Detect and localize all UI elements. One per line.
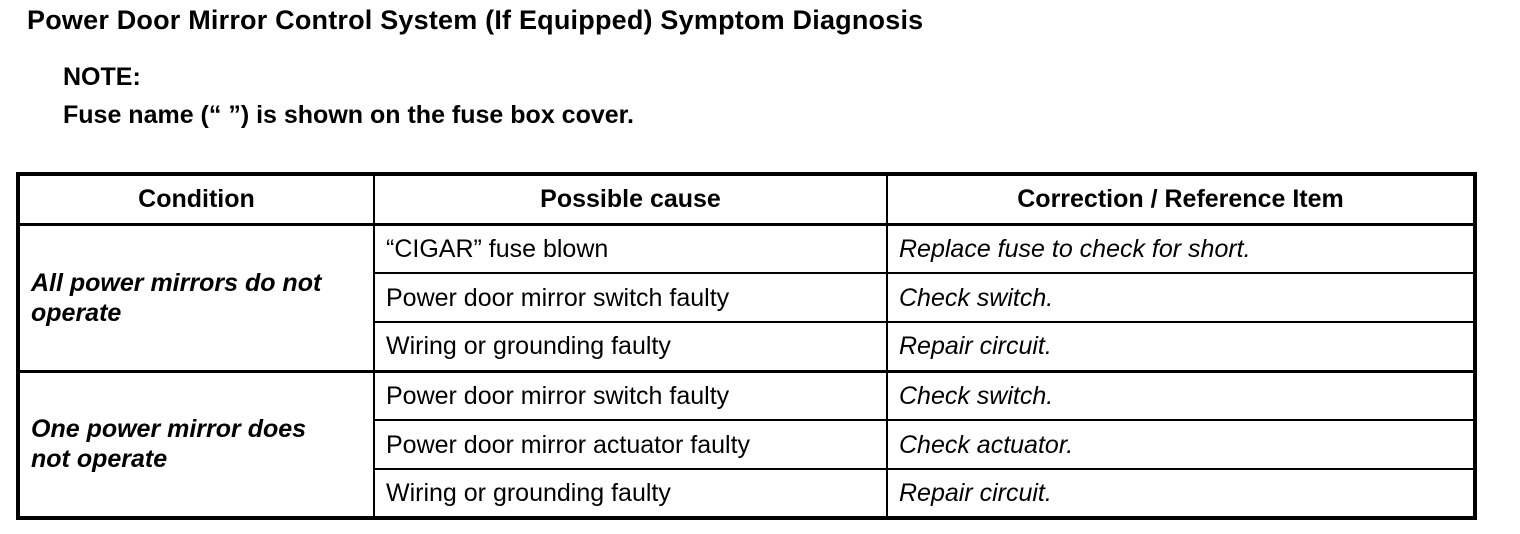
symptom-diagnosis-table: Condition Possible cause Correction / Re… — [16, 172, 1477, 520]
correction-cell: Check switch. — [886, 369, 1476, 421]
header-correction-reference-item: Correction / Reference Item — [886, 173, 1476, 226]
table-row: Power door mirror switch faulty Check sw… — [18, 272, 1476, 323]
note-label: NOTE: — [63, 63, 141, 91]
table-row: Wiring or grounding faulty Repair circui… — [18, 468, 1476, 519]
cause-cell: “CIGAR” fuse blown — [373, 222, 888, 274]
correction-cell: Repair circuit. — [886, 468, 1476, 519]
table-row: Power door mirror actuator faulty Check … — [18, 419, 1476, 470]
page-title: Power Door Mirror Control System (If Equ… — [27, 5, 924, 35]
correction-cell: Replace fuse to check for short. — [886, 222, 1476, 274]
cause-cell: Wiring or grounding faulty — [373, 468, 888, 519]
note-text: Fuse name (“ ”) is shown on the fuse box… — [63, 101, 634, 129]
correction-cell: Repair circuit. — [886, 321, 1476, 372]
table-row: Wiring or grounding faulty Repair circui… — [18, 321, 1476, 372]
table-row: All power mirrors do not operate “CIGAR”… — [17, 222, 1476, 372]
header-condition: Condition — [17, 173, 375, 226]
condition-cell: All power mirrors do not operate — [17, 222, 375, 372]
cause-cell: Power door mirror switch faulty — [373, 272, 888, 323]
header-possible-cause: Possible cause — [373, 173, 888, 226]
note-block: NOTE: Fuse name (“ ”) is shown on the fu… — [63, 58, 634, 134]
cause-cell: Power door mirror actuator faulty — [373, 419, 888, 470]
table-header-row: Condition Possible cause Correction / Re… — [17, 173, 1476, 226]
cause-cell: Wiring or grounding faulty — [373, 321, 888, 372]
table-row: One power mirror does not operate Power … — [17, 369, 1476, 519]
correction-cell: Check actuator. — [886, 419, 1476, 470]
condition-cell: One power mirror does not operate — [17, 369, 375, 519]
correction-cell: Check switch. — [886, 272, 1476, 323]
cause-cell: Power door mirror switch faulty — [373, 369, 888, 421]
